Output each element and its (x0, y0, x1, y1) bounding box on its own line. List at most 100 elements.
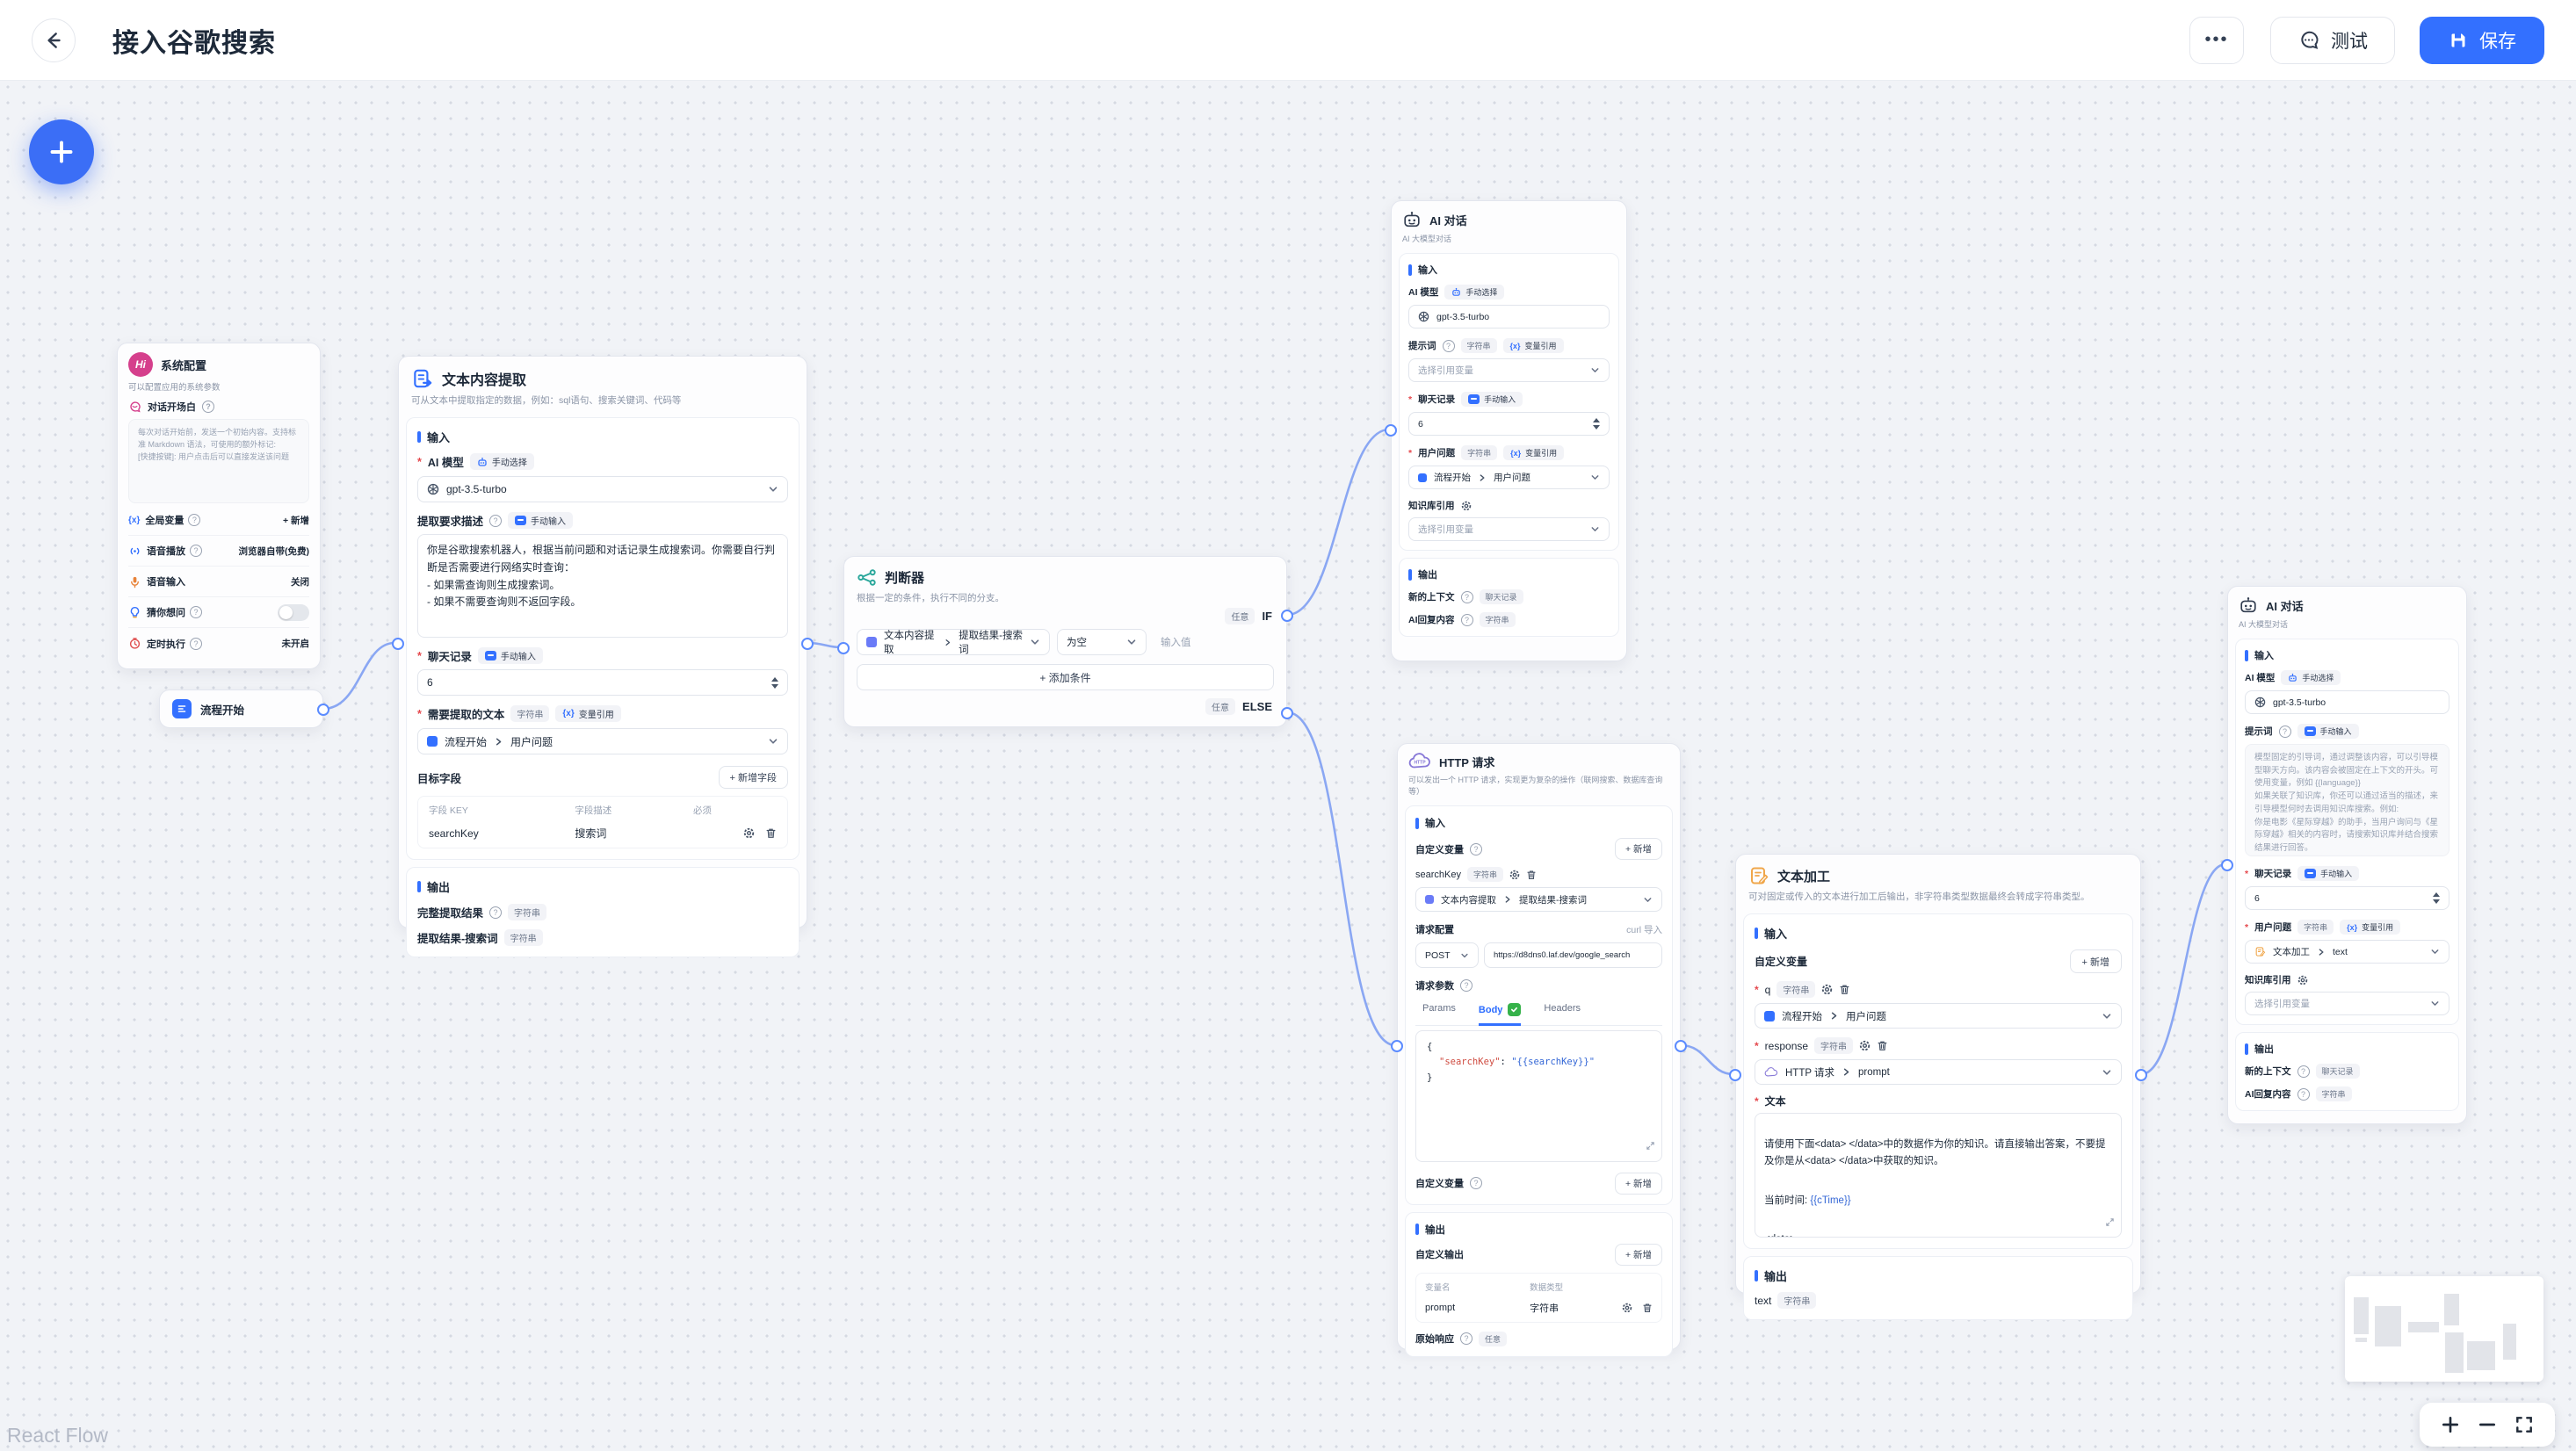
gear-icon[interactable] (1859, 1040, 1870, 1051)
tts-value[interactable]: 浏览器自带(免费) (238, 545, 310, 557)
tab-params[interactable]: Params (1422, 1003, 1456, 1014)
chat-history-input[interactable]: 6 (1408, 412, 1610, 436)
node-content-extract[interactable]: 文本内容提取 可从文本中提取指定的数据，例如：sql语句、搜索关键词、代码等 输… (392, 356, 814, 957)
prompt-var-select[interactable]: 选择引用变量 (1408, 358, 1610, 382)
gear-icon[interactable] (1821, 984, 1833, 995)
add-var-button[interactable]: + 新增 (2069, 949, 2122, 973)
trash-icon[interactable] (765, 827, 777, 839)
input-handle[interactable] (1391, 1040, 1403, 1052)
resize-icon[interactable] (1646, 1141, 1655, 1157)
number-stepper[interactable] (771, 676, 778, 689)
node-flow-start[interactable]: 流程开始 (159, 689, 329, 728)
add-field-button[interactable]: + 新增字段 (718, 766, 788, 789)
field-desc-cell: 搜索词 (575, 827, 607, 840)
input-handle[interactable] (392, 638, 404, 650)
node-ai-chat-top[interactable]: AI 对话 AI 大模型对话 输入 AI 模型手动选择 gpt-3.5-turb… (1385, 200, 1627, 661)
condition-value-input[interactable]: 输入值 (1161, 638, 1191, 648)
more-button[interactable]: ••• (2189, 16, 2244, 64)
trash-icon[interactable] (1839, 984, 1850, 995)
number-stepper[interactable] (1593, 418, 1600, 430)
guess-ask-toggle[interactable] (278, 603, 309, 621)
user-question-select[interactable]: 流程开始用户问题 (1408, 466, 1610, 489)
help-icon: ? (2297, 1087, 2310, 1101)
condition-operator-select[interactable]: 为空 (1057, 629, 1147, 655)
zoom-in-button[interactable] (2441, 1415, 2460, 1434)
curl-import-button[interactable]: curl 导入 (1626, 924, 1662, 935)
var1-value-select[interactable]: 流程开始用户问题 (1755, 1003, 2122, 1029)
input-handle[interactable] (1385, 424, 1397, 437)
add-node-button[interactable] (29, 119, 94, 184)
trash-icon[interactable] (1642, 1303, 1653, 1313)
chat-history-input[interactable]: 6 (2245, 886, 2449, 910)
output-section-label: 输出 (1755, 1267, 2122, 1284)
body-code-editor[interactable]: { "searchKey": "{{searchKey}}" } (1415, 1029, 1662, 1162)
input-handle[interactable] (2221, 859, 2233, 871)
add-condition-button[interactable]: + 添加条件 (857, 664, 1274, 690)
model-select[interactable]: gpt-3.5-turbo (1408, 305, 1610, 328)
chevron-down-icon (1643, 895, 1653, 905)
fit-view-button[interactable] (2514, 1415, 2534, 1434)
add-variable-button[interactable]: + 新增 (282, 515, 309, 526)
node-text-process[interactable]: 文本加工 可对固定或传入的文本进行加工后输出，非字符串类型数据最终会转成字符串类… (1729, 854, 2147, 1320)
add-var-button[interactable]: + 新增 (1614, 838, 1662, 860)
input-handle[interactable] (837, 642, 850, 654)
var-value-select[interactable]: 文本内容提取提取结果-搜索词 (1415, 887, 1662, 912)
extract-desc-textarea[interactable]: 你是谷歌搜索机器人，根据当前问题和对话记录生成搜索词。你需要自行判断是否需要进行… (417, 534, 788, 638)
minimap[interactable] (2345, 1276, 2543, 1382)
test-button[interactable]: 测试 (2270, 16, 2395, 64)
extract-ref-icon (866, 637, 877, 647)
output-handle[interactable] (1675, 1040, 1687, 1052)
output-handle[interactable] (2135, 1069, 2147, 1081)
kb-ref-select[interactable]: 选择引用变量 (2245, 992, 2449, 1015)
schedule-value[interactable]: 未开启 (281, 639, 310, 649)
condition-variable-select[interactable]: 文本内容提取提取结果-搜索词 (857, 629, 1050, 655)
method-select[interactable]: POST (1415, 942, 1479, 968)
if-output-handle[interactable] (1281, 610, 1293, 622)
back-button[interactable] (32, 18, 76, 62)
gear-icon[interactable] (1509, 870, 1520, 880)
input-handle[interactable] (1729, 1069, 1741, 1081)
tab-body[interactable]: Body (1478, 998, 1522, 1026)
more-icon: ••• (2204, 30, 2229, 49)
chevron-down-icon (2430, 947, 2440, 957)
else-output-handle[interactable] (1281, 707, 1293, 719)
add-output-button[interactable]: + 新增 (1614, 1243, 1662, 1266)
stt-value[interactable]: 关闭 (291, 576, 309, 588)
gear-icon[interactable] (743, 827, 755, 839)
gear-icon[interactable] (1622, 1303, 1632, 1313)
model-select[interactable]: gpt-3.5-turbo (417, 476, 788, 502)
output-handle[interactable] (801, 638, 814, 650)
stt-label: 语音输入 (147, 577, 185, 588)
prompt-textarea[interactable]: 模型固定的引导词，通过调整该内容，可以引导模型聊天方向。该内容会被固定在上下文的… (2245, 744, 2449, 856)
text-template-editor[interactable]: 请使用下面<data> </data>中的数据作为你的知识。请直接输出答案，不要… (1755, 1113, 2122, 1238)
number-stepper[interactable] (2433, 892, 2440, 904)
chat-bubble-icon (128, 401, 141, 414)
var1-name: q (1764, 983, 1771, 996)
save-icon (2448, 30, 2469, 51)
target-text-select[interactable]: 流程开始用户问题 (417, 728, 788, 754)
tab-headers[interactable]: Headers (1544, 1003, 1581, 1014)
welcome-textarea[interactable]: 每次对话开始前，发送一个初始内容。支持标准 Markdown 语法，可使用的额外… (128, 419, 309, 503)
zoom-out-button[interactable] (2478, 1415, 2497, 1434)
node-ai-chat-right[interactable]: AI 对话 AI 大模型对话 输入 AI 模型手动选择 gpt-3.5-turb… (2221, 586, 2467, 1124)
model-select[interactable]: gpt-3.5-turbo (2245, 690, 2449, 714)
output-name: text (1755, 1294, 1772, 1307)
save-button[interactable]: 保存 (2420, 16, 2544, 64)
output-handle[interactable] (317, 704, 329, 716)
kb-ref-select[interactable]: 选择引用变量 (1408, 517, 1610, 541)
resize-icon[interactable] (2105, 1216, 2115, 1232)
trash-icon[interactable] (1526, 870, 1537, 880)
add-var-button[interactable]: + 新增 (1614, 1172, 1662, 1195)
trash-icon[interactable] (1877, 1040, 1888, 1051)
chat-history-input[interactable]: 6 (417, 669, 788, 696)
gear-icon[interactable] (1461, 501, 1472, 511)
robot-badge-icon (477, 457, 488, 467)
url-input[interactable]: https://d8dns0.laf.dev/google_search (1484, 942, 1662, 968)
gear-icon[interactable] (2297, 975, 2308, 985)
